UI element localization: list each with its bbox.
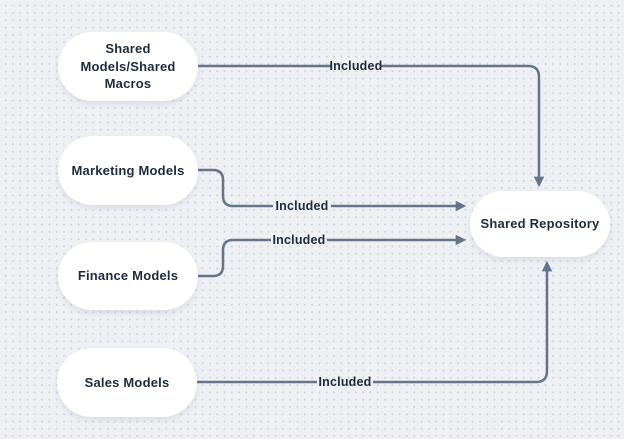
node-label-line: Macros [104, 76, 152, 92]
edge-label-included: Included [272, 233, 326, 247]
node-shared-models-shared-macros[interactable]: Shared Models/Shared Macros [58, 32, 198, 101]
edge-label-included: Included [318, 375, 372, 389]
edge-sales-to-repository [197, 260, 553, 384]
node-sales-models[interactable]: Sales Models [57, 348, 197, 417]
edge-segment-with-arrow [381, 64, 545, 188]
node-label-line: Shared [105, 41, 151, 57]
node-label: Finance Models [77, 268, 179, 284]
node-label: Sales Models [84, 374, 170, 390]
edge-label-included: Included [275, 199, 329, 213]
edge-marketing-to-repository [197, 168, 467, 212]
edge-segment [198, 238, 271, 278]
node-finance-models[interactable]: Finance Models [58, 242, 198, 310]
edge-label-included: Included [329, 59, 383, 73]
node-shared-repository[interactable]: Shared Repository [470, 191, 610, 257]
node-label-line: Models/Shared [80, 58, 176, 74]
edge-shared-models-to-repository [197, 64, 545, 188]
node-label: Shared Repository [480, 216, 600, 232]
edge-segment-with-arrow [373, 260, 553, 384]
edge-finance-to-repository [198, 234, 467, 278]
edge-segment [197, 168, 273, 208]
node-label: Marketing Models [71, 162, 185, 178]
node-marketing-models[interactable]: Marketing Models [58, 136, 198, 205]
